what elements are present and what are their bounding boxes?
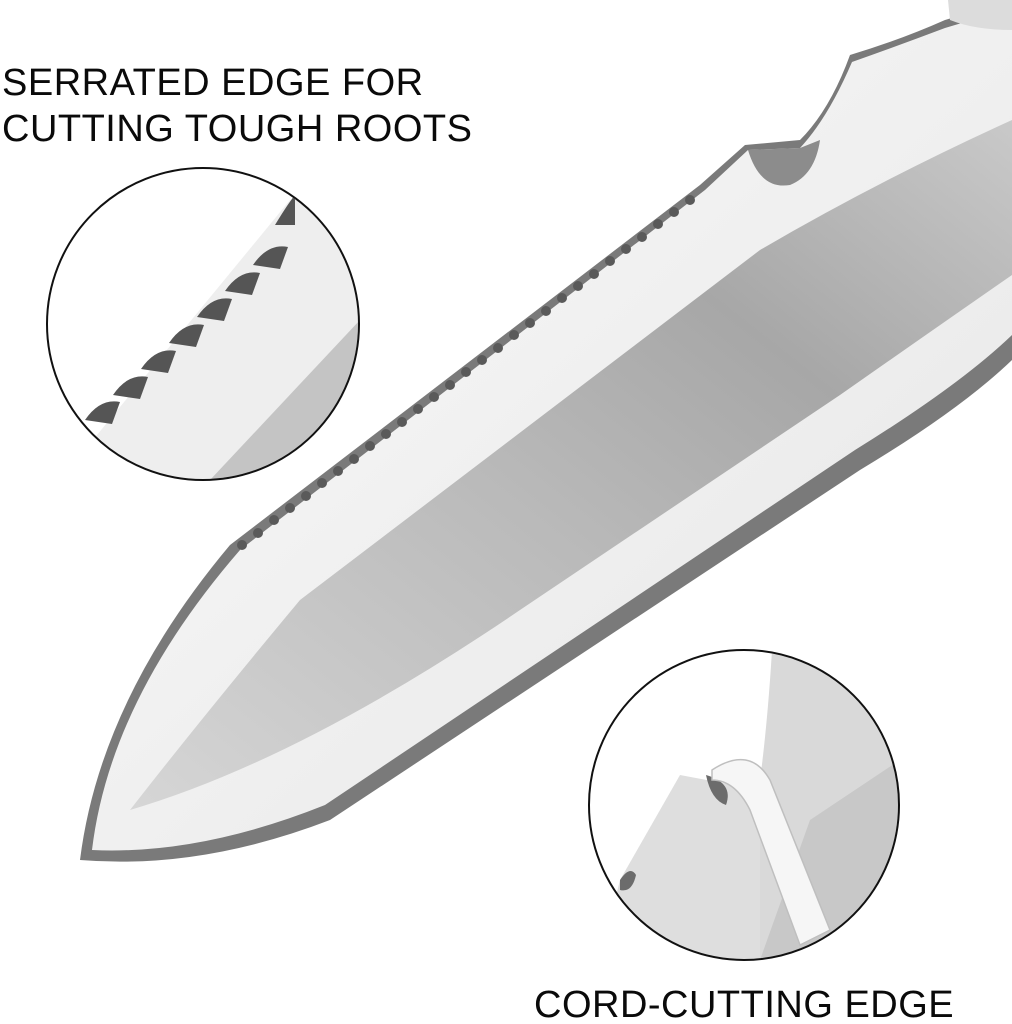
serrations (237, 195, 695, 550)
blade-body (80, 0, 1012, 862)
cord-cutting-label: CORD-CUTTING EDGE (534, 984, 955, 1024)
serrated-edge-label-line2: CUTTING TOUGH ROOTS (2, 108, 473, 150)
serrated-edge-label: SERRATED EDGE FOR CUTTING TOUGH ROOTS (2, 60, 472, 152)
cord-cutting-callout (588, 649, 900, 961)
serrated-edge-label-line1: SERRATED EDGE FOR (2, 62, 424, 104)
